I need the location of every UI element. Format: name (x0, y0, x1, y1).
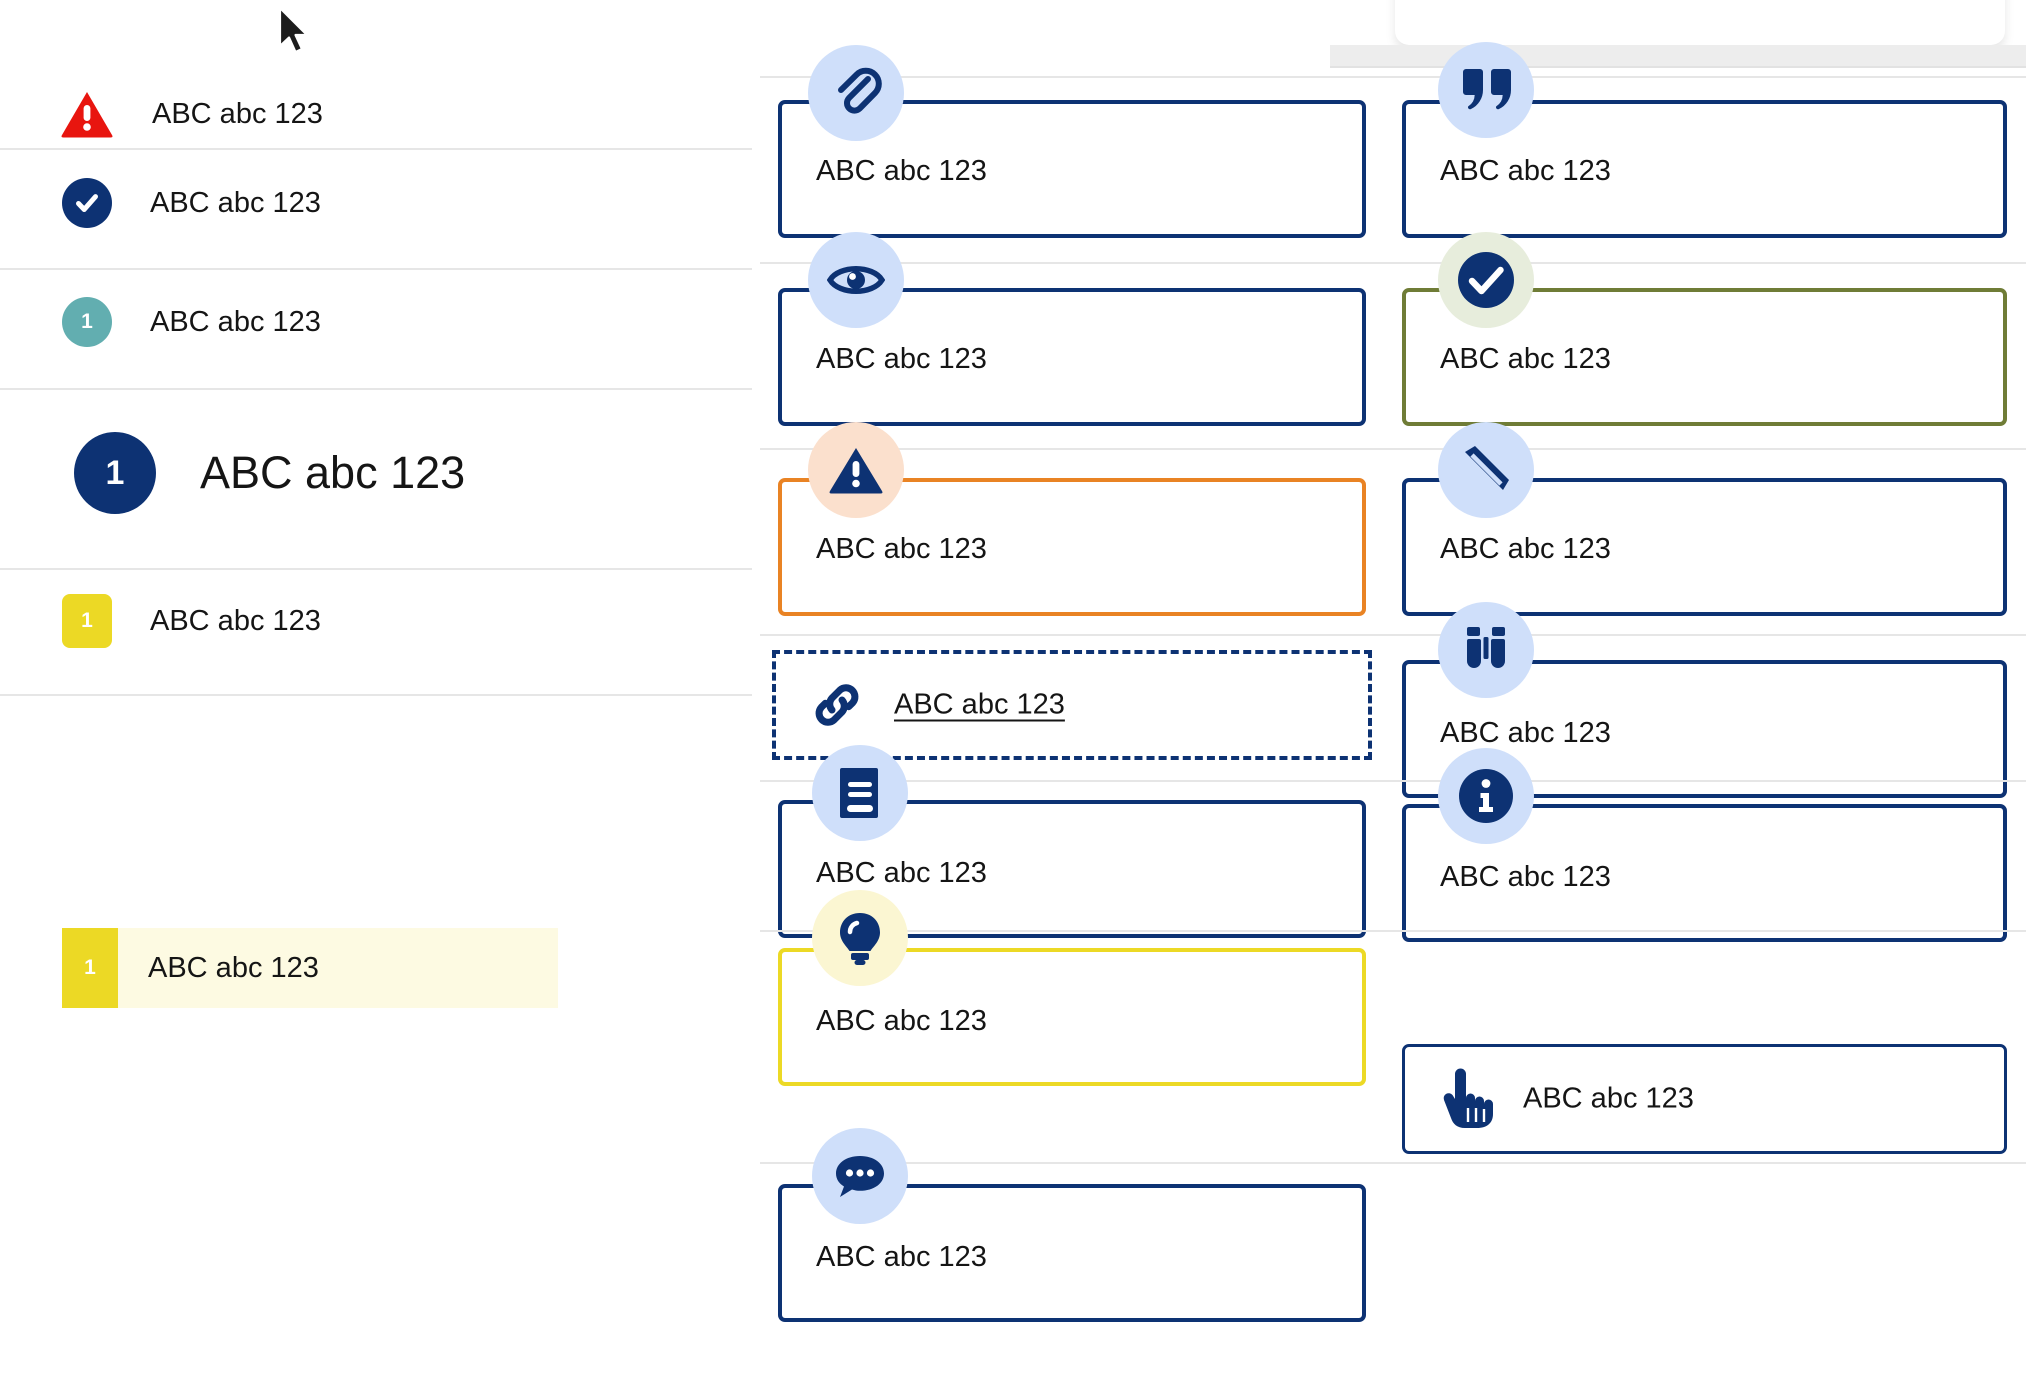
list-item-label: ABC abc 123 (200, 447, 466, 498)
card-label: ABC abc 123 (816, 343, 987, 375)
link-chain-icon (806, 674, 868, 736)
card-link-label[interactable]: ABC abc 123 (894, 688, 1065, 721)
list-item-label: ABC abc 123 (150, 186, 321, 219)
card-divider (760, 780, 2026, 782)
check-circle-icon (1438, 232, 1534, 328)
list-item-label: ABC abc 123 (148, 951, 319, 984)
card-label: ABC abc 123 (1440, 861, 1611, 893)
card-quote[interactable]: ABC abc 123 (1402, 100, 2007, 238)
number-badge-teal: 1 (62, 297, 112, 347)
list-item[interactable]: ABC abc 123 (0, 178, 752, 228)
list-divider (0, 568, 752, 570)
list-item-selected[interactable]: 1 ABC abc 123 (62, 928, 558, 1008)
card-divider (760, 634, 2026, 636)
card-label: ABC abc 123 (1440, 533, 1611, 565)
list-item[interactable]: 1 ABC abc 123 (0, 594, 752, 648)
badge-number: 1 (84, 956, 96, 979)
card-label: ABC abc 123 (816, 155, 987, 187)
list-item-label: ABC abc 123 (152, 97, 323, 130)
list-divider (0, 268, 752, 270)
card-label: ABC abc 123 (816, 1005, 987, 1037)
card-label: ABC abc 123 (816, 1241, 987, 1273)
info-circle-icon (1438, 748, 1534, 844)
card-divider (760, 930, 2026, 932)
card-label: ABC abc 123 (1440, 155, 1611, 187)
comment-bubble-icon (812, 1128, 908, 1224)
list-item-label: ABC abc 123 (150, 604, 321, 637)
top-band-divider (1330, 66, 2026, 68)
quote-marks-icon (1438, 42, 1534, 138)
warning-triangle-icon (808, 422, 904, 518)
number-badge-navy-large: 1 (74, 432, 156, 514)
binoculars-icon (1438, 602, 1534, 698)
eye-icon (808, 232, 904, 328)
warning-triangle-icon (60, 90, 114, 138)
card-label: ABC abc 123 (1440, 717, 1611, 749)
card-label: ABC abc 123 (1440, 343, 1611, 375)
left-list: ABC abc 123 ABC abc 123 1 ABC abc 123 1 (0, 0, 752, 1392)
pencil-icon (1438, 422, 1534, 518)
list-item[interactable]: ABC abc 123 (0, 72, 752, 156)
card-divider (760, 1162, 2026, 1164)
list-item-label: ABC abc 123 (150, 305, 321, 338)
number-badge-yellow: 1 (62, 594, 112, 648)
paperclip-icon (808, 45, 904, 141)
list-divider (0, 388, 752, 390)
card-divider (760, 76, 2026, 78)
card-hand-pointer[interactable]: ABC abc 123 (1402, 1044, 2007, 1154)
mouse-cursor (278, 6, 314, 58)
list-item[interactable]: 1 ABC abc 123 (0, 430, 752, 516)
card-divider (760, 448, 2026, 450)
list-divider (0, 148, 752, 150)
badge-number: 1 (81, 609, 93, 632)
card-label: ABC abc 123 (1523, 1082, 1694, 1115)
top-band (1330, 45, 2026, 67)
number-badge-yellow-bar: 1 (62, 928, 118, 1008)
lightbulb-icon (812, 890, 908, 986)
card-label: ABC abc 123 (816, 533, 987, 565)
badge-number: 1 (81, 310, 93, 333)
card-eye[interactable]: ABC abc 123 (778, 288, 1366, 426)
card-divider (760, 262, 2026, 264)
card-link[interactable]: ABC abc 123 (772, 650, 1372, 760)
badge-number: 1 (105, 453, 125, 492)
list-item[interactable]: 1 ABC abc 123 (0, 297, 752, 347)
hand-pointer-icon (1435, 1068, 1497, 1130)
list-divider (0, 694, 752, 696)
book-icon (812, 745, 908, 841)
card-label: ABC abc 123 (816, 857, 987, 889)
top-right-panel (1395, 0, 2005, 45)
check-circle-icon (62, 178, 112, 228)
